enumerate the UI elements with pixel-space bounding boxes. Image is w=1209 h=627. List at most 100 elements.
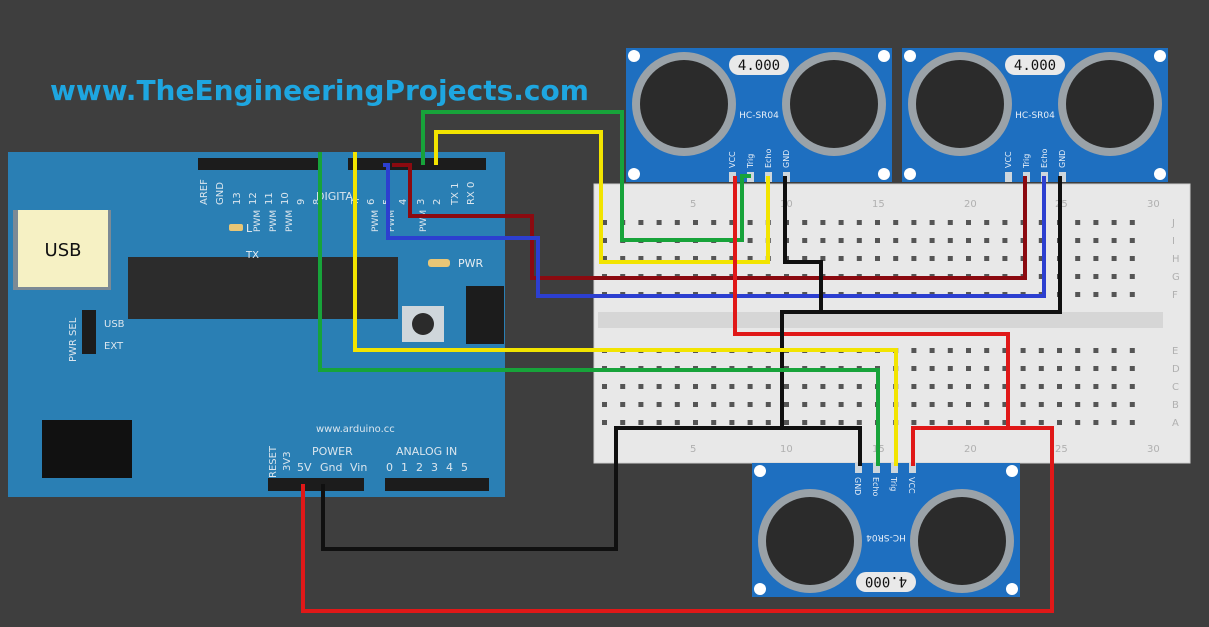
breadboard-hole — [966, 402, 971, 407]
digital-pin-label: 13 — [232, 192, 243, 205]
l-led — [229, 224, 243, 231]
pwr-sel-jumper[interactable] — [82, 310, 96, 354]
breadboard-hole — [911, 348, 917, 353]
breadboard-hole — [1002, 366, 1008, 371]
breadboard-hole — [1111, 384, 1117, 389]
breadboard-hole — [638, 402, 644, 407]
digital-pin-label: AREF — [199, 179, 210, 205]
breadboard-hole — [856, 402, 862, 407]
breadboard-hole — [1093, 420, 1099, 425]
breadboard-hole — [1020, 402, 1026, 407]
breadboard-hole — [693, 384, 698, 389]
breadboard-hole — [1129, 292, 1135, 297]
breadboard-hole — [765, 420, 771, 425]
breadboard-hole — [893, 256, 899, 261]
model-label: HC-SR04 — [866, 532, 906, 542]
breadboard-hole — [1038, 274, 1044, 279]
breadboard-hole — [656, 384, 662, 389]
breadboard-hole — [1002, 256, 1008, 261]
breadboard-hole — [1129, 420, 1135, 425]
power-jack — [42, 420, 132, 478]
breadboard-hole — [947, 366, 953, 371]
breadboard-hole — [1093, 274, 1099, 279]
breadboard-hole — [729, 420, 735, 425]
digital-header-left — [198, 158, 318, 170]
breadboard-hole — [947, 420, 953, 425]
breadboard-hole — [602, 256, 607, 261]
breadboard-hole — [911, 238, 917, 243]
row-letter: B — [1172, 400, 1179, 411]
breadboard-hole — [711, 420, 717, 425]
breadboard-hole — [1038, 384, 1044, 389]
breadboard-hole — [966, 348, 971, 353]
breadboard-hole — [802, 256, 808, 261]
breadboard-hole — [1111, 220, 1117, 225]
power-header — [268, 478, 364, 491]
breadboard-hole — [1038, 402, 1044, 407]
arduino-site-label: www.arduino.cc — [316, 424, 395, 435]
breadboard-hole — [966, 420, 971, 425]
breadboard-hole — [929, 384, 935, 389]
breadboard-hole — [966, 384, 971, 389]
breadboard-hole — [1075, 238, 1081, 243]
breadboard-hole — [984, 366, 990, 371]
breadboard-hole — [729, 220, 735, 225]
row-letter: I — [1172, 236, 1175, 247]
analog-header — [385, 478, 489, 491]
digital-pin-label: RX 0 — [466, 182, 477, 205]
breadboard-hole — [1002, 348, 1008, 353]
breadboard-hole — [747, 256, 753, 261]
breadboard-hole — [984, 402, 990, 407]
sensor-pin-label: VCC — [907, 477, 916, 494]
breadboard-hole — [984, 256, 990, 261]
breadboard-hole — [1038, 220, 1044, 225]
breadboard-hole — [711, 220, 717, 225]
breadboard-hole — [1038, 348, 1044, 353]
pwm-label: PWM — [419, 210, 429, 232]
breadboard-hole — [1020, 366, 1026, 371]
crystal-label: 4.000 — [865, 573, 907, 589]
breadboard-hole — [856, 420, 862, 425]
breadboard-hole — [1038, 366, 1044, 371]
pin-3v3: 3V3 — [282, 451, 293, 471]
row-letter: G — [1172, 272, 1180, 283]
pwm-label: PWM — [253, 210, 263, 232]
pwr-led — [428, 259, 450, 267]
col-number: 30 — [1147, 199, 1160, 210]
breadboard-hole — [656, 220, 662, 225]
breadboard-hole — [820, 238, 826, 243]
breadboard-hole — [1129, 348, 1135, 353]
breadboard-hole — [929, 366, 935, 371]
col-number: 5 — [690, 199, 696, 210]
breadboard-hole — [911, 366, 917, 371]
breadboard-hole — [929, 238, 935, 243]
analog-label: ANALOG IN — [396, 445, 457, 458]
breadboard-hole — [1002, 420, 1008, 425]
pwr-sel-ext: EXT — [104, 341, 124, 352]
breadboard-hole — [1075, 384, 1081, 389]
pin-a2: 2 — [416, 461, 423, 474]
breadboard-hole — [929, 348, 935, 353]
col-number: 30 — [1147, 444, 1160, 455]
atmega-chip — [128, 257, 398, 319]
digital-pin-label: 12 — [248, 192, 259, 205]
breadboard-hole — [765, 402, 771, 407]
sensor-pin-label: GND — [1058, 150, 1067, 168]
pwm-label: PWM — [269, 210, 279, 232]
col-number: 20 — [964, 444, 977, 455]
breadboard-hole — [784, 402, 789, 407]
breadboard-hole — [1111, 238, 1117, 243]
breadboard-hole — [693, 256, 698, 261]
wire-black-link — [780, 310, 821, 428]
pin-a4: 4 — [446, 461, 453, 474]
digital-label: DIGITAL — [316, 190, 360, 203]
breadboard-hole — [1057, 384, 1062, 389]
breadboard-hole — [656, 420, 662, 425]
breadboard-hole — [984, 420, 990, 425]
sensor-pin-label: Trig — [889, 476, 898, 491]
breadboard-hole — [674, 420, 680, 425]
crystal-label: 4.000 — [1014, 58, 1056, 74]
breadboard-hole — [929, 402, 935, 407]
pin-a3: 3 — [431, 461, 438, 474]
